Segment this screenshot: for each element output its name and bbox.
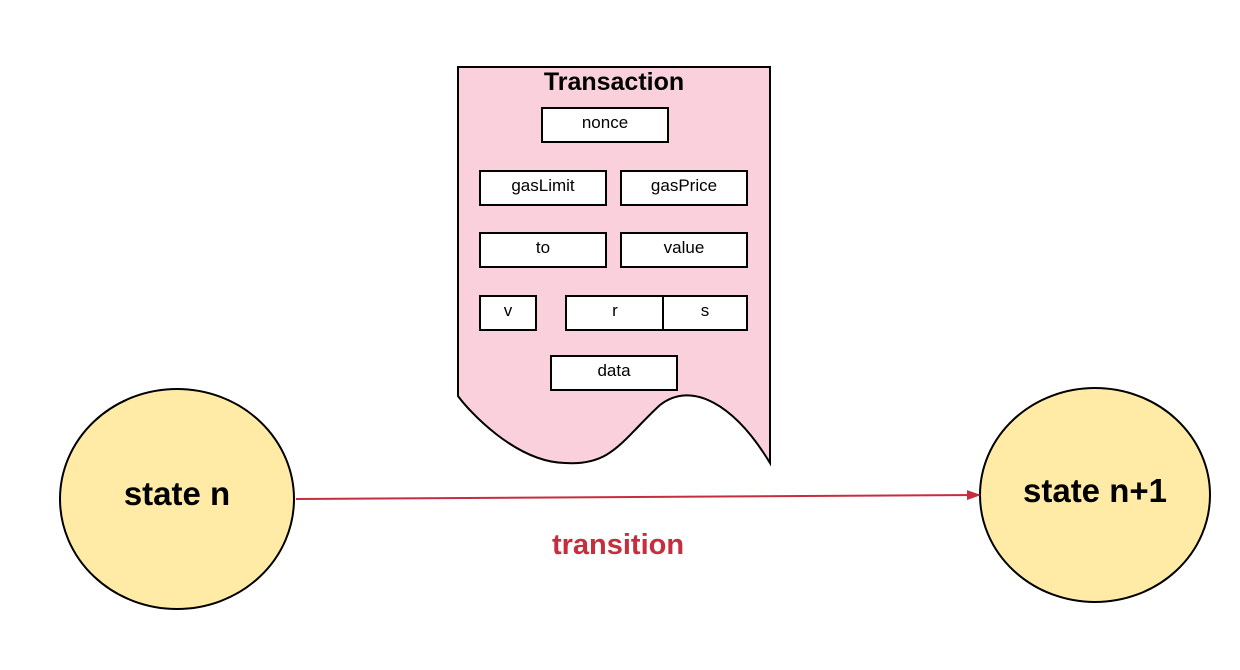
v-field: v — [479, 295, 537, 331]
data-field: data — [550, 355, 678, 391]
state-n-label: state n — [123, 475, 231, 512]
to-field: to — [479, 232, 607, 268]
gasprice-field: gasPrice — [620, 170, 748, 206]
s-field: s — [662, 295, 748, 331]
transaction-title: Transaction — [543, 68, 685, 96]
value-field: value — [620, 232, 748, 268]
nonce-field: nonce — [541, 107, 669, 143]
transition-arrow — [295, 490, 981, 501]
gaslimit-field: gasLimit — [479, 170, 607, 206]
state-n-circle — [59, 388, 295, 610]
transition-label: transition — [551, 529, 685, 561]
transaction-document-shape — [457, 66, 771, 467]
r-field: r — [565, 295, 665, 331]
state-n-plus-1-label: state n+1 — [1023, 472, 1167, 509]
